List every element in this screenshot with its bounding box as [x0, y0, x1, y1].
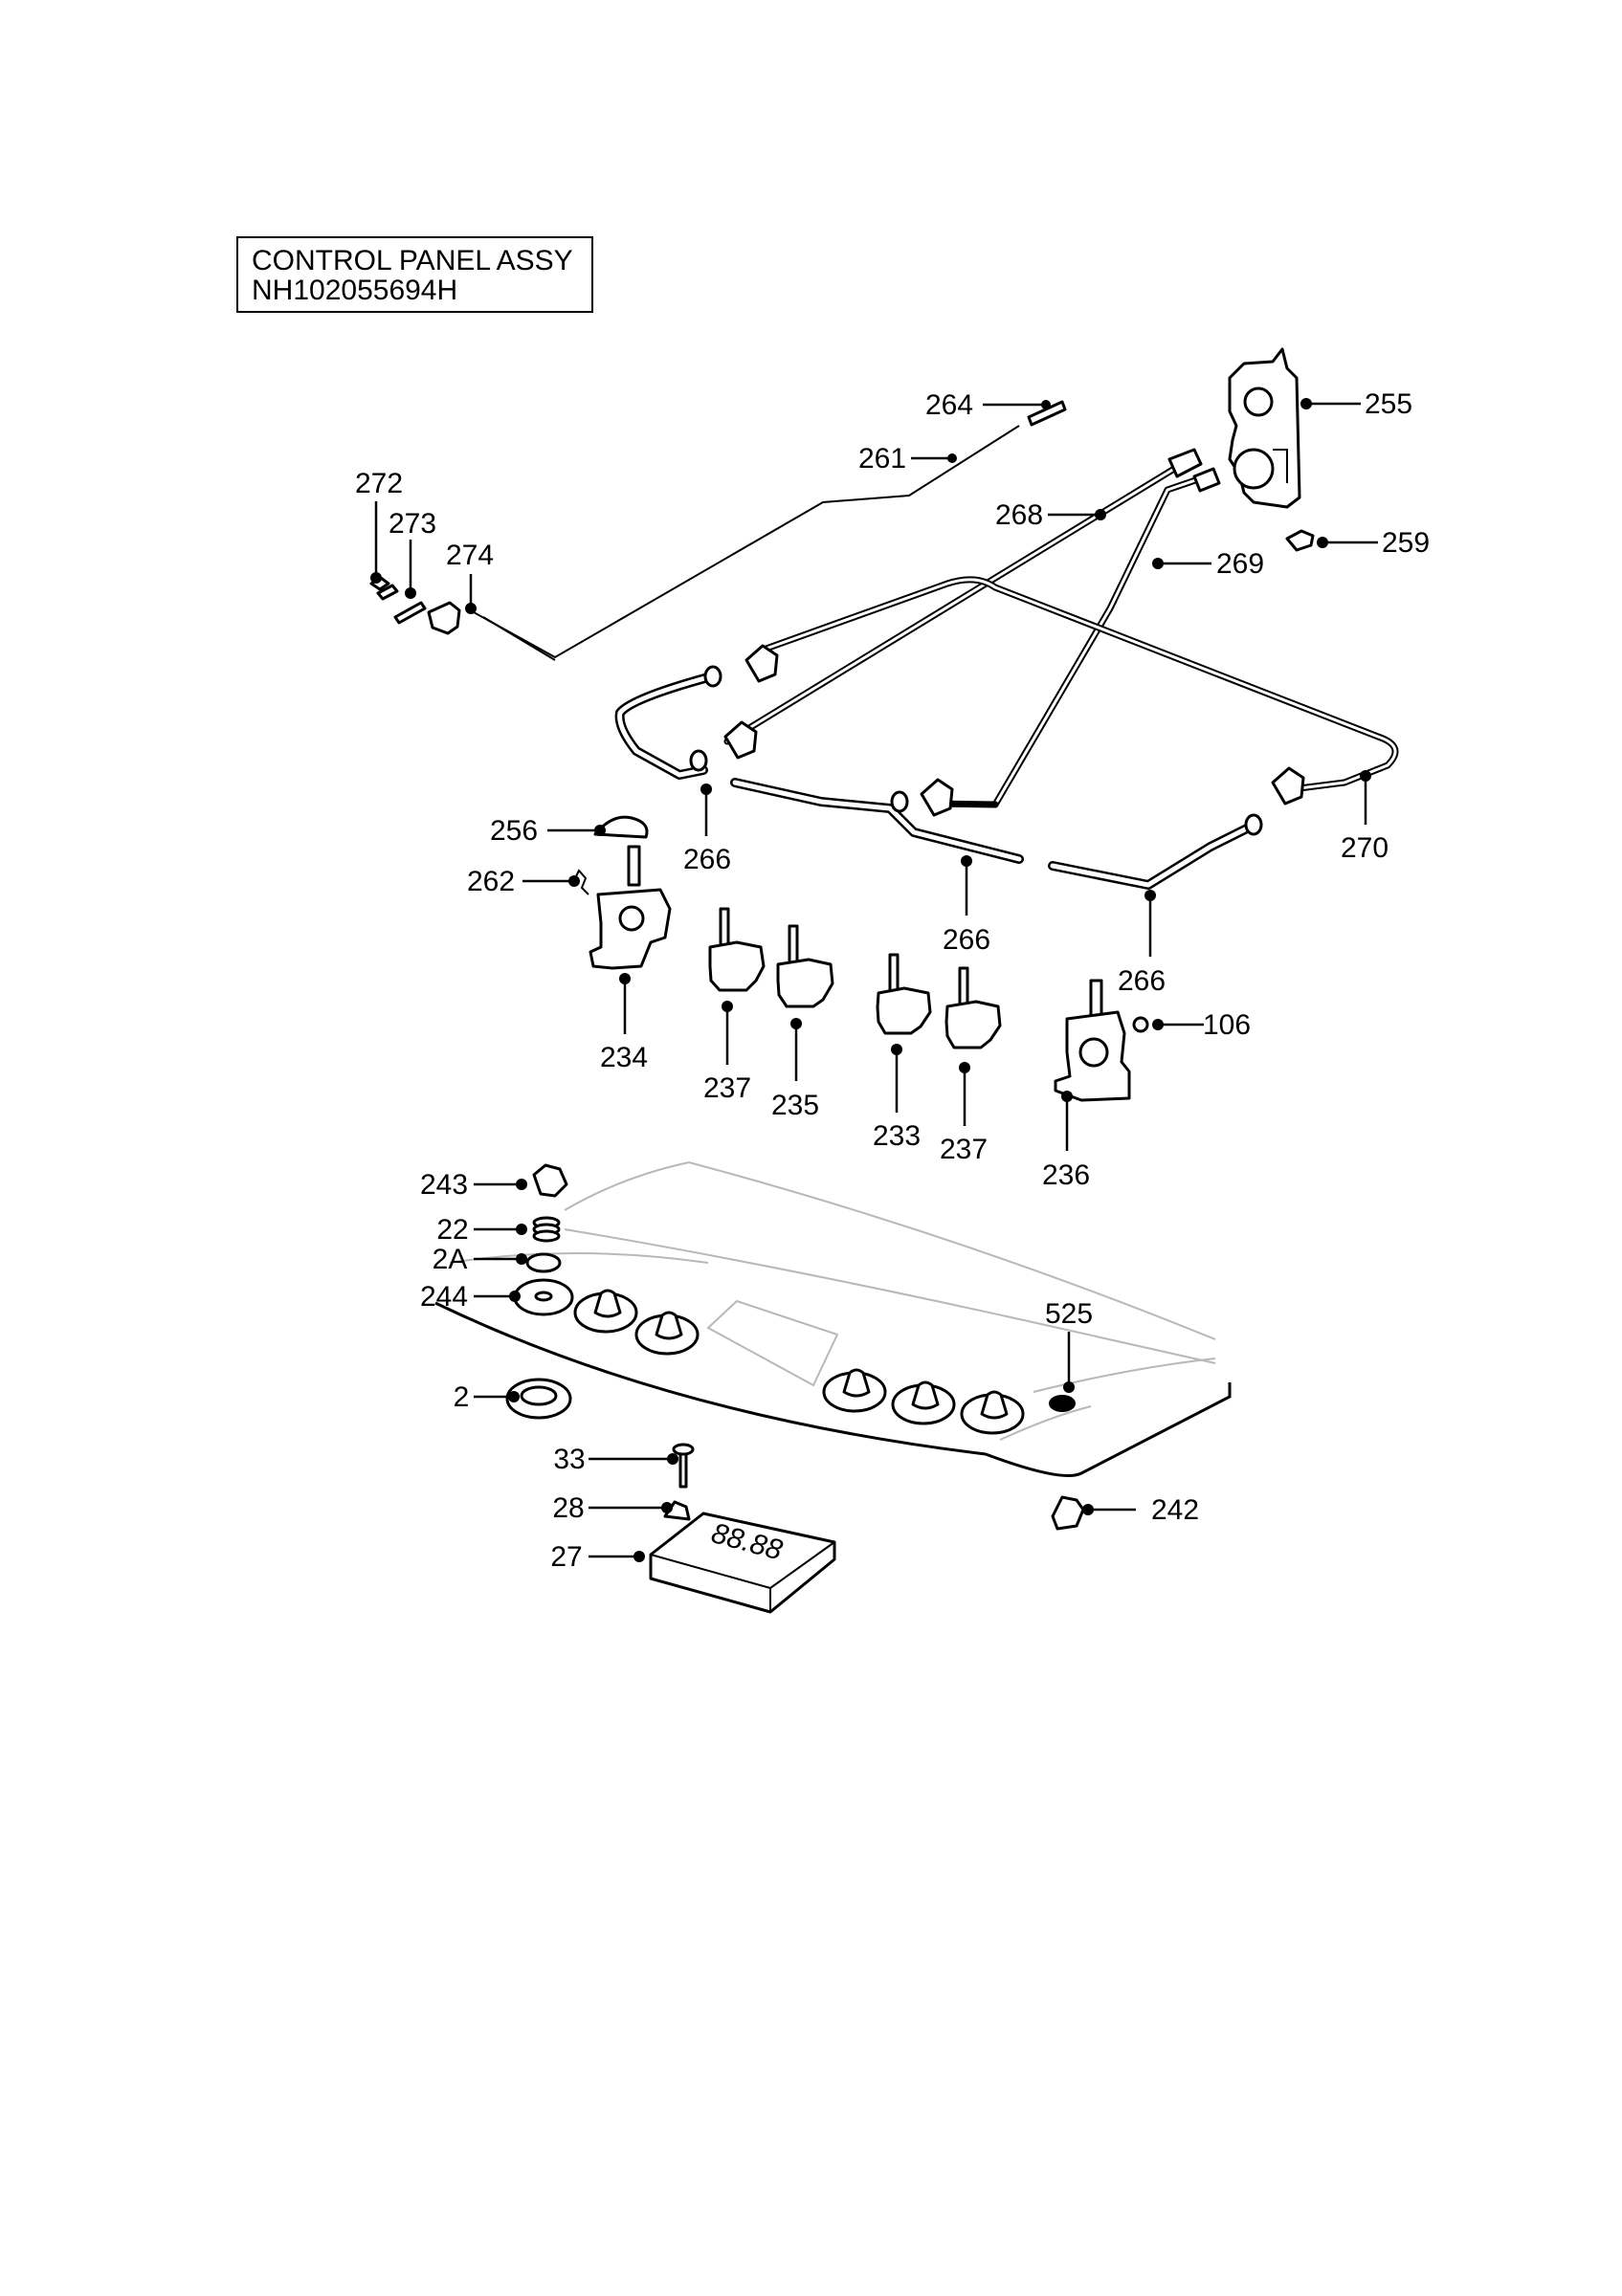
part-242 [1051, 1495, 1085, 1531]
gas-inlet-255 [1228, 347, 1301, 509]
burner-pipe-266-left [614, 673, 713, 780]
part-22-spring [532, 1216, 561, 1243]
indicator-light-525 [1049, 1395, 1076, 1412]
callout-106: 106 [1203, 1009, 1251, 1041]
callout-27: 27 [550, 1541, 582, 1573]
part-2-bezel [505, 1378, 572, 1420]
knob-4 [891, 1380, 956, 1425]
part-274 [427, 601, 461, 635]
callout-233: 233 [873, 1120, 921, 1152]
callout-259: 259 [1382, 527, 1430, 559]
pipe-270 [757, 576, 1399, 793]
callout-33: 33 [553, 1444, 585, 1475]
pipe-nut-3 [920, 778, 954, 817]
knob-components [505, 1163, 1085, 1531]
callout-237-right: 237 [940, 1134, 988, 1165]
callout-2A: 2A [433, 1244, 468, 1275]
part-33-screw [672, 1443, 695, 1489]
callout-269: 269 [1216, 548, 1264, 580]
callout-255: 255 [1365, 388, 1412, 420]
part-264 [1027, 400, 1067, 427]
callout-274: 274 [446, 540, 494, 571]
control-knobs [573, 1289, 1076, 1435]
thermocouple-wire-261 [473, 425, 1020, 659]
valve-236 [1054, 979, 1131, 1102]
callout-266-right: 266 [1118, 965, 1166, 997]
pipe-269 [991, 475, 1205, 808]
callout-242: 242 [1151, 1494, 1199, 1526]
knob-1 [573, 1289, 638, 1334]
part-256 [593, 815, 649, 839]
callout-243: 243 [420, 1169, 468, 1201]
callout-262: 262 [467, 866, 515, 897]
knob-2 [634, 1311, 700, 1356]
pipe-fitting-268-end [1167, 448, 1203, 478]
callout-2: 2 [454, 1381, 470, 1413]
part-243 [532, 1163, 568, 1198]
callout-leaders [370, 398, 1378, 1562]
valve-237-right [944, 966, 1002, 1049]
callout-labels: 264 261 255 272 273 274 268 259 269 256 … [355, 388, 1430, 1573]
part-244 [513, 1278, 574, 1316]
callout-261: 261 [858, 443, 906, 475]
callout-270: 270 [1341, 832, 1389, 864]
callout-273: 273 [389, 508, 436, 540]
control-panel-outline [434, 1161, 1232, 1477]
part-106 [1132, 1016, 1149, 1033]
valve-237-left [708, 907, 766, 992]
part-273b [393, 601, 427, 625]
burner-pipe-266-right [1048, 823, 1254, 890]
pipe-end-1 [703, 665, 722, 688]
callout-22: 22 [436, 1214, 468, 1246]
pipe-nut-2 [723, 720, 758, 760]
pipe-nut-1 [744, 644, 779, 683]
burner-pipe-266-middle [730, 778, 1024, 864]
callout-268: 268 [995, 499, 1043, 531]
valve-234 [589, 845, 672, 970]
part-259 [1285, 529, 1315, 552]
callout-234: 234 [600, 1042, 648, 1073]
small-parts-upper [369, 400, 1315, 895]
valve-235 [776, 924, 834, 1008]
callout-28: 28 [552, 1492, 584, 1524]
pipe-end-2 [689, 749, 708, 772]
title-box: CONTROL PANEL ASSY NH102055694H [236, 236, 593, 313]
callout-272: 272 [355, 468, 403, 499]
part-273 [376, 584, 399, 601]
knob-5 [960, 1390, 1025, 1435]
display-module-27: 88.88 [649, 1512, 836, 1614]
callout-264: 264 [925, 389, 973, 421]
knob-3 [822, 1368, 887, 1413]
callout-256: 256 [490, 815, 538, 847]
pipe-end-3 [1244, 813, 1263, 836]
assembly-part-number: NH102055694H [252, 275, 458, 306]
assembly-title: CONTROL PANEL ASSY [252, 245, 573, 276]
callout-525: 525 [1045, 1298, 1093, 1330]
valve-233 [876, 953, 932, 1035]
part-2A [525, 1252, 562, 1273]
callout-266-left: 266 [683, 844, 731, 875]
callout-237-left: 237 [703, 1072, 751, 1104]
gas-valves [589, 845, 1149, 1102]
part-262 [573, 869, 589, 895]
callout-236: 236 [1042, 1159, 1090, 1191]
control-panel-front-edge [434, 1301, 1232, 1477]
pipe-fitting-269-end [1192, 467, 1221, 493]
pipe-end-4 [890, 790, 909, 813]
callout-235: 235 [771, 1090, 819, 1121]
callout-244: 244 [420, 1281, 468, 1313]
callout-266-middle: 266 [943, 924, 990, 956]
control-panel-window [706, 1299, 839, 1387]
pipe-nut-4 [1271, 766, 1305, 806]
